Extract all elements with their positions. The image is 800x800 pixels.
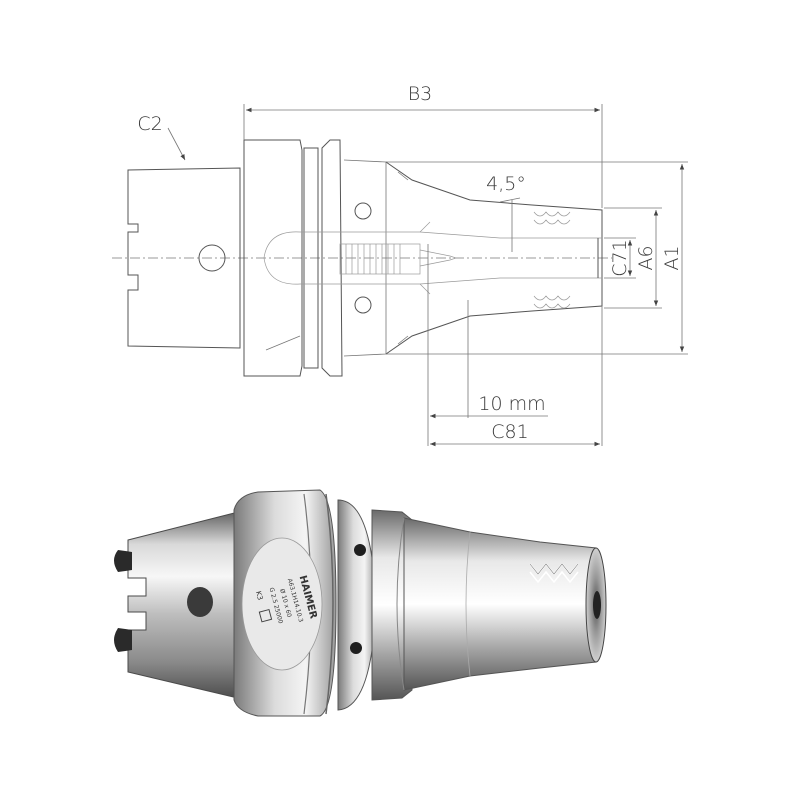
label-c81: C81: [491, 421, 528, 443]
internal-section: [263, 202, 602, 314]
body-outline: [385, 161, 603, 355]
flange-outline: [243, 139, 387, 377]
photo-shank: [114, 509, 247, 701]
label-c71: C71: [609, 239, 631, 276]
shank-outline: [127, 167, 241, 349]
coolant-hole-icon: [350, 642, 362, 654]
label-a6: A6: [635, 245, 657, 270]
dimension-lines: [167, 107, 685, 447]
engraving-plate: HAIMER A63.1H14.10.3 Ø 10 x 60 G 2.5 250…: [241, 537, 323, 671]
label-10mm: 10 mm: [478, 393, 545, 415]
label-c2: C2: [137, 113, 162, 135]
technical-drawing: B3 C2 4,5° 10 mm C81 C71 A6 A1: [112, 83, 688, 447]
coolant-hole-icon: [354, 544, 366, 556]
label-a1: A1: [661, 245, 683, 270]
product-photo: HAIMER A63.1H14.10.3 Ø 10 x 60 G 2.5 250…: [114, 489, 607, 717]
engraving-k3: K3: [254, 590, 264, 601]
photo-body: [350, 509, 607, 701]
extension-lines: [243, 104, 688, 446]
label-b3: B3: [408, 83, 433, 105]
label-angle: 4,5°: [486, 173, 526, 195]
engraving-qr-icon: [258, 608, 273, 623]
photo-flange: [233, 489, 377, 717]
